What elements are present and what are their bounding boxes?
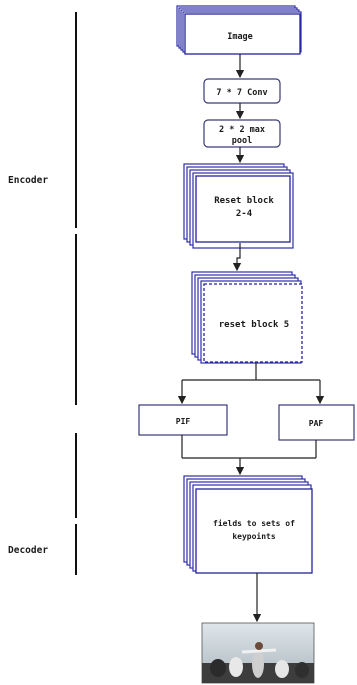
maxpool-label-line1: 2 * 2 max — [219, 125, 265, 135]
paf-label: PAF — [309, 419, 324, 428]
person-figure — [295, 662, 309, 678]
person-figure — [229, 657, 243, 677]
encoder-label: Encoder — [8, 175, 48, 186]
output-photo — [202, 623, 314, 683]
pif-label: PIF — [176, 417, 191, 426]
decoder-stack: fields to sets of keypoints — [184, 476, 312, 573]
maxpool-label-line2: pool — [232, 136, 252, 146]
resnet5-stack: reset block 5 — [192, 272, 302, 363]
decoder-box-label-line2: keypoints — [232, 531, 276, 541]
decoder-box — [196, 489, 312, 573]
resnet5-label: reset block 5 — [219, 320, 289, 330]
resnet24-label-line2: 2-4 — [236, 209, 253, 219]
resnet24-stack: Reset block 2-4 — [184, 164, 293, 248]
person-arms — [242, 650, 276, 652]
conv-label: 7 * 7 Conv — [216, 88, 267, 98]
image-stack: Image — [177, 6, 301, 54]
decoder-box-label-line1: fields to sets of — [213, 518, 295, 528]
person-head — [255, 642, 263, 650]
image-label: Image — [227, 32, 253, 42]
resnet24-label-line1: Reset block — [214, 196, 274, 206]
person-figure — [252, 650, 264, 678]
person-figure — [275, 660, 289, 678]
person-figure — [210, 659, 226, 677]
decoder-label: Decoder — [8, 545, 48, 556]
